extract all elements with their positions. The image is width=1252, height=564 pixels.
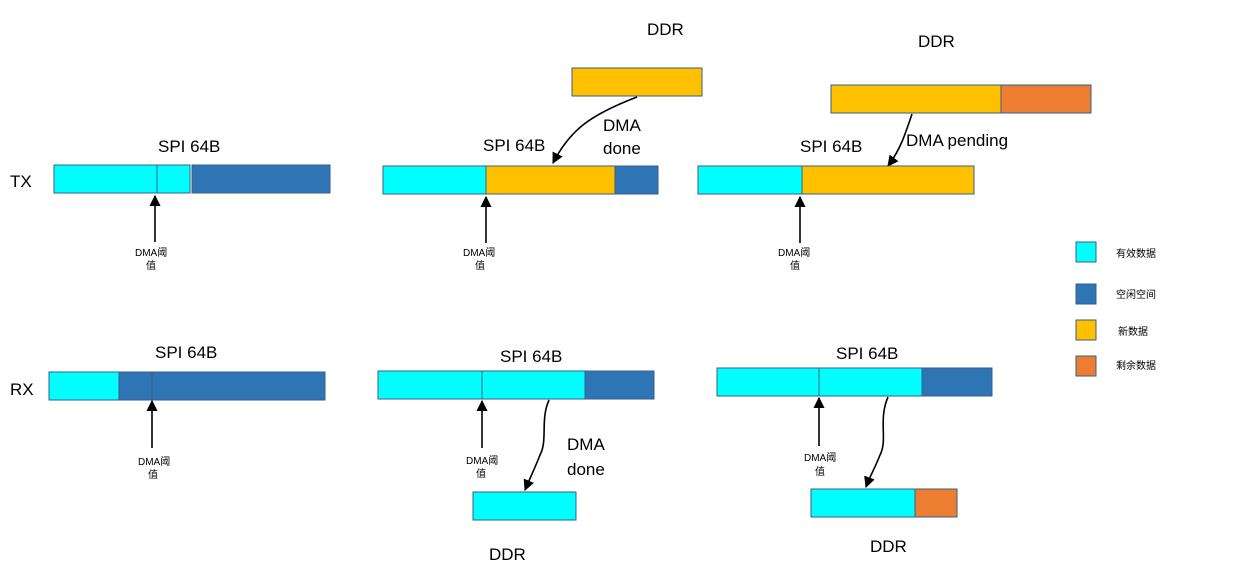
dma-transfer-arrow	[887, 113, 913, 167]
legend-swatch-remaining	[1075, 355, 1097, 377]
threshold-label-line1: DMA阈	[135, 246, 167, 259]
ddr-remaining-data-block	[1000, 84, 1092, 114]
valid-data-segment	[53, 164, 191, 194]
ddr-label: DDR	[870, 537, 907, 556]
tx-panel-1: SPI 64B DMA阈 值	[53, 137, 331, 272]
tx-row-label: TX	[10, 172, 32, 191]
tx-panel-3: DDR DMA pending SPI 64B DMA阈 值	[697, 32, 1092, 272]
free-space-segment	[118, 371, 326, 401]
legend-swatch-new	[1075, 319, 1097, 341]
threshold-label-line1: DMA阈	[138, 455, 170, 468]
threshold-label-line1: DMA阈	[463, 246, 495, 259]
spi-buffer-label: SPI 64B	[158, 137, 220, 156]
dma-label-line2: done	[603, 139, 641, 158]
threshold-label-line1: DMA阈	[804, 451, 836, 464]
threshold-label-line2: 值	[146, 259, 156, 272]
legend-label-new: 新数据	[1118, 325, 1148, 338]
dma-label-line1: DMA	[567, 435, 605, 454]
dma-label-line1: DMA	[603, 116, 641, 135]
free-space-segment	[584, 370, 655, 400]
ddr-valid-data-block	[472, 491, 577, 521]
legend-label-remaining: 剩余数据	[1116, 359, 1156, 372]
free-space-segment	[921, 367, 993, 397]
tx-panel-2: DDR DMA done SPI 64B DMA阈 值	[382, 20, 703, 272]
ddr-new-data-block	[571, 67, 703, 97]
free-space-segment	[614, 165, 659, 195]
spi-buffer-label: SPI 64B	[836, 344, 898, 363]
dma-pending-label: DMA pending	[906, 131, 1008, 150]
dma-transfer-arrow	[523, 399, 550, 492]
new-data-segment	[485, 165, 616, 195]
legend-swatch-valid	[1075, 241, 1097, 263]
valid-data-segment	[697, 165, 803, 195]
rx-panel-3: SPI 64B DMA阈 值 DDR	[716, 344, 993, 556]
dma-label-line2: done	[567, 460, 605, 479]
threshold-label-line2: 值	[475, 259, 485, 272]
ddr-label: DDR	[647, 20, 684, 39]
ddr-remaining-data-block	[914, 488, 958, 518]
rx-panel-2: SPI 64B DMA阈 值 DMA done DDR	[377, 347, 655, 564]
spi-buffer-label: SPI 64B	[500, 347, 562, 366]
ddr-new-data-block	[830, 84, 1002, 114]
threshold-label-line2: 值	[815, 465, 825, 478]
ddr-label: DDR	[918, 32, 955, 51]
threshold-label-line2: 值	[790, 259, 800, 272]
ddr-label: DDR	[489, 545, 526, 564]
threshold-label-line1: DMA阈	[466, 454, 498, 467]
rx-panel-1: SPI 64B DMA阈 值	[48, 343, 326, 481]
threshold-label-line2: 值	[476, 467, 486, 480]
spi-buffer-label: SPI 64B	[483, 136, 545, 155]
valid-data-segment	[382, 165, 487, 195]
spi-buffer-label: SPI 64B	[155, 343, 217, 362]
ddr-valid-data-block	[810, 488, 916, 518]
legend: 有效数据 空闲空间 新数据 剩余数据	[1075, 241, 1156, 377]
threshold-label-line2: 值	[148, 468, 158, 481]
free-space-segment	[191, 164, 331, 194]
legend-label-valid: 有效数据	[1116, 247, 1156, 260]
rx-row-label: RX	[10, 380, 34, 399]
valid-data-segment	[48, 371, 120, 401]
threshold-label-line1: DMA阈	[778, 246, 810, 259]
dma-transfer-arrow	[864, 396, 889, 489]
spi-buffer-label: SPI 64B	[800, 137, 862, 156]
new-data-segment	[801, 165, 975, 195]
legend-swatch-free	[1075, 283, 1097, 305]
dma-transfer-arrow	[552, 96, 638, 164]
legend-label-free: 空闲空间	[1116, 288, 1156, 301]
